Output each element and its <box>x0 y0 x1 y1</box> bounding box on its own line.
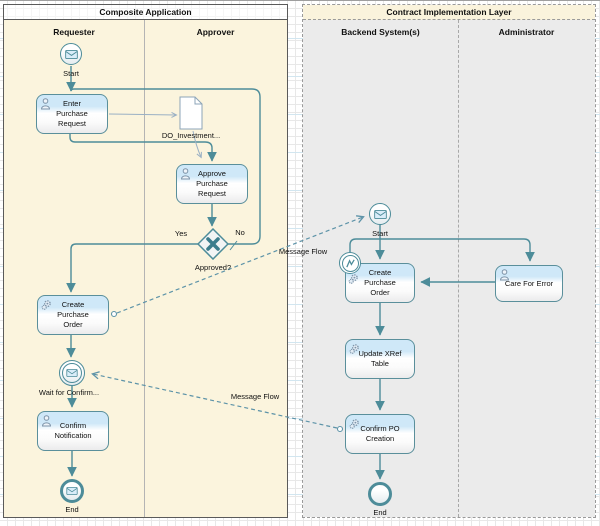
message-flow-label-upper: Message Flow <box>278 247 328 256</box>
envelope-icon <box>64 49 78 59</box>
task-label: Care For Error <box>504 278 554 288</box>
user-icon <box>180 168 191 180</box>
wait-for-confirm-label: Wait for Confirm... <box>38 388 100 397</box>
message-flow-source-dot <box>336 425 344 433</box>
envelope-icon <box>66 369 78 377</box>
flow-error-to-care-for-error[interactable] <box>349 238 535 262</box>
task-label: Enter Purchase Request <box>56 99 88 128</box>
end-event-left[interactable] <box>60 479 84 503</box>
exclusive-gateway[interactable] <box>197 228 229 260</box>
default-flow-marker <box>229 240 238 251</box>
pool-composite-application-header: Composite Application <box>4 5 287 20</box>
service-gear-icon <box>349 344 359 354</box>
data-assoc-enter-to-document[interactable] <box>108 111 178 118</box>
message-flow-confirm-po-to-wait[interactable] <box>91 371 338 429</box>
task-label: Create Purchase Order <box>57 300 89 329</box>
envelope-icon <box>373 209 387 219</box>
task-label: Create Purchase Order <box>364 268 396 297</box>
lane-separator <box>144 20 145 517</box>
task-label: Confirm Notification <box>54 421 92 440</box>
task-create-purchase-order-left[interactable]: Create Purchase Order <box>37 295 109 335</box>
event-inner-ring <box>62 363 82 383</box>
document-label: DO_Investment... <box>161 131 221 140</box>
flow-enter-to-approve[interactable] <box>69 134 217 162</box>
end-event-right[interactable] <box>368 482 392 506</box>
start-event-right[interactable] <box>369 203 391 225</box>
data-assoc-document-to-approve[interactable] <box>192 130 202 159</box>
user-icon <box>41 415 52 427</box>
pool-title: Contract Implementation Layer <box>386 7 512 17</box>
end-label: End <box>373 508 387 517</box>
gateway-x-icon <box>206 237 220 251</box>
message-flow-create-po-to-start[interactable] <box>116 215 365 314</box>
message-flow-source-dot <box>110 310 118 318</box>
service-gear-icon <box>41 300 51 310</box>
service-gear-icon <box>349 419 359 429</box>
lane-backend-systems-label: Backend System(s) <box>341 27 420 37</box>
gateway-question-label: Approved? <box>194 263 232 272</box>
pool-title: Composite Application <box>99 7 192 17</box>
task-label: Approve Purchase Request <box>196 169 228 198</box>
user-icon <box>499 269 510 281</box>
lane-administrator-label: Administrator <box>498 27 555 37</box>
start-label: Start <box>372 229 388 238</box>
error-boundary-event[interactable] <box>339 252 361 274</box>
lane-approver-label: Approver <box>196 27 235 37</box>
task-enter-purchase-request[interactable]: Enter Purchase Request <box>36 94 108 134</box>
error-icon <box>345 258 355 267</box>
lane-separator <box>458 20 459 517</box>
task-update-xref-table[interactable]: Update XRef Table <box>345 339 415 379</box>
user-icon <box>40 98 51 110</box>
lane-approver: Approver <box>144 20 287 517</box>
message-flow-label-lower: Message Flow <box>230 392 280 401</box>
flow-yes-to-create-po[interactable] <box>66 243 199 293</box>
task-label: Update XRef Table <box>358 349 402 368</box>
flow-no-loop[interactable] <box>70 88 261 245</box>
wait-for-confirmation-event[interactable] <box>59 360 85 386</box>
service-gear-icon <box>348 274 358 284</box>
task-approve-purchase-request[interactable]: Approve Purchase Request <box>176 164 248 204</box>
envelope-icon <box>66 487 78 495</box>
pool-contract-implementation-header: Contract Implementation Layer <box>303 5 595 20</box>
yes-label: Yes <box>174 229 188 238</box>
lane-requester-label: Requester <box>53 27 95 37</box>
no-label: No <box>235 228 245 237</box>
task-care-for-error[interactable]: Care For Error <box>495 265 563 302</box>
task-confirm-notification[interactable]: Confirm Notification <box>37 411 109 451</box>
end-label: End <box>65 505 79 514</box>
start-event-left[interactable] <box>60 43 82 65</box>
task-label: Confirm PO Creation <box>360 424 400 443</box>
document-shape[interactable] <box>179 96 204 131</box>
event-inner-ring <box>341 254 359 272</box>
start-label: Start <box>63 69 79 78</box>
task-confirm-po-creation[interactable]: Confirm PO Creation <box>345 414 415 454</box>
